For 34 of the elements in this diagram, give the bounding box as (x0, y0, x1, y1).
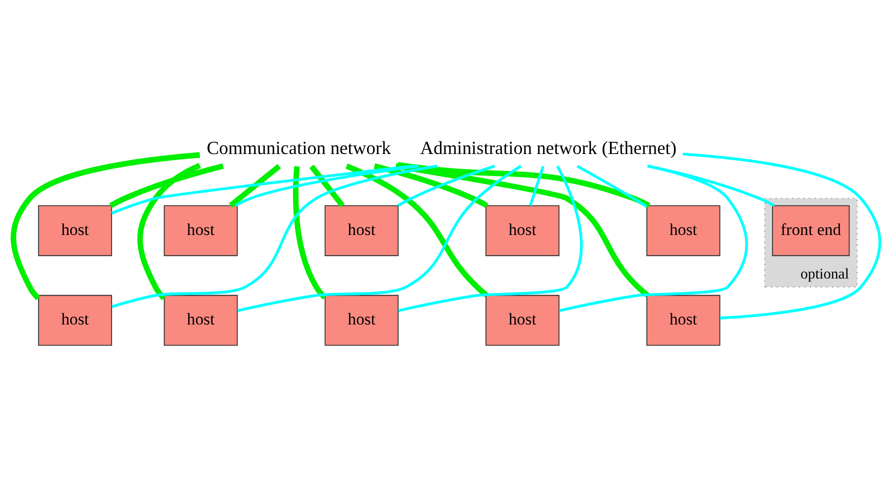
node-text: Administration network (Ethernet) (420, 137, 677, 158)
connector (397, 162, 650, 208)
node-box: host (646, 204, 720, 256)
connector (10, 152, 200, 300)
connector (112, 164, 438, 308)
connector (137, 162, 201, 300)
node-box: host (164, 294, 238, 346)
node-box: host (324, 204, 399, 256)
node-box: host (38, 204, 112, 256)
node-text: Communication network (206, 137, 391, 158)
connector (647, 164, 775, 206)
node-box: host (164, 204, 238, 256)
connector (111, 164, 414, 214)
connector (398, 165, 583, 312)
connector (395, 162, 650, 297)
connector (558, 164, 748, 312)
connector (576, 164, 648, 208)
connector (529, 165, 544, 206)
node-box: host (486, 294, 560, 346)
connector (237, 164, 522, 312)
node-box: host (38, 294, 112, 346)
connector (374, 162, 488, 208)
node-box: host (646, 294, 720, 346)
connector (292, 166, 327, 299)
connector (109, 162, 224, 208)
connector (234, 164, 419, 206)
connector (397, 164, 496, 206)
node-box: front end (772, 204, 850, 256)
connector (682, 152, 882, 319)
connector (346, 162, 488, 297)
connector (309, 164, 345, 207)
node-box: host (486, 204, 560, 256)
connector (229, 164, 281, 208)
node-box: host (324, 294, 399, 346)
